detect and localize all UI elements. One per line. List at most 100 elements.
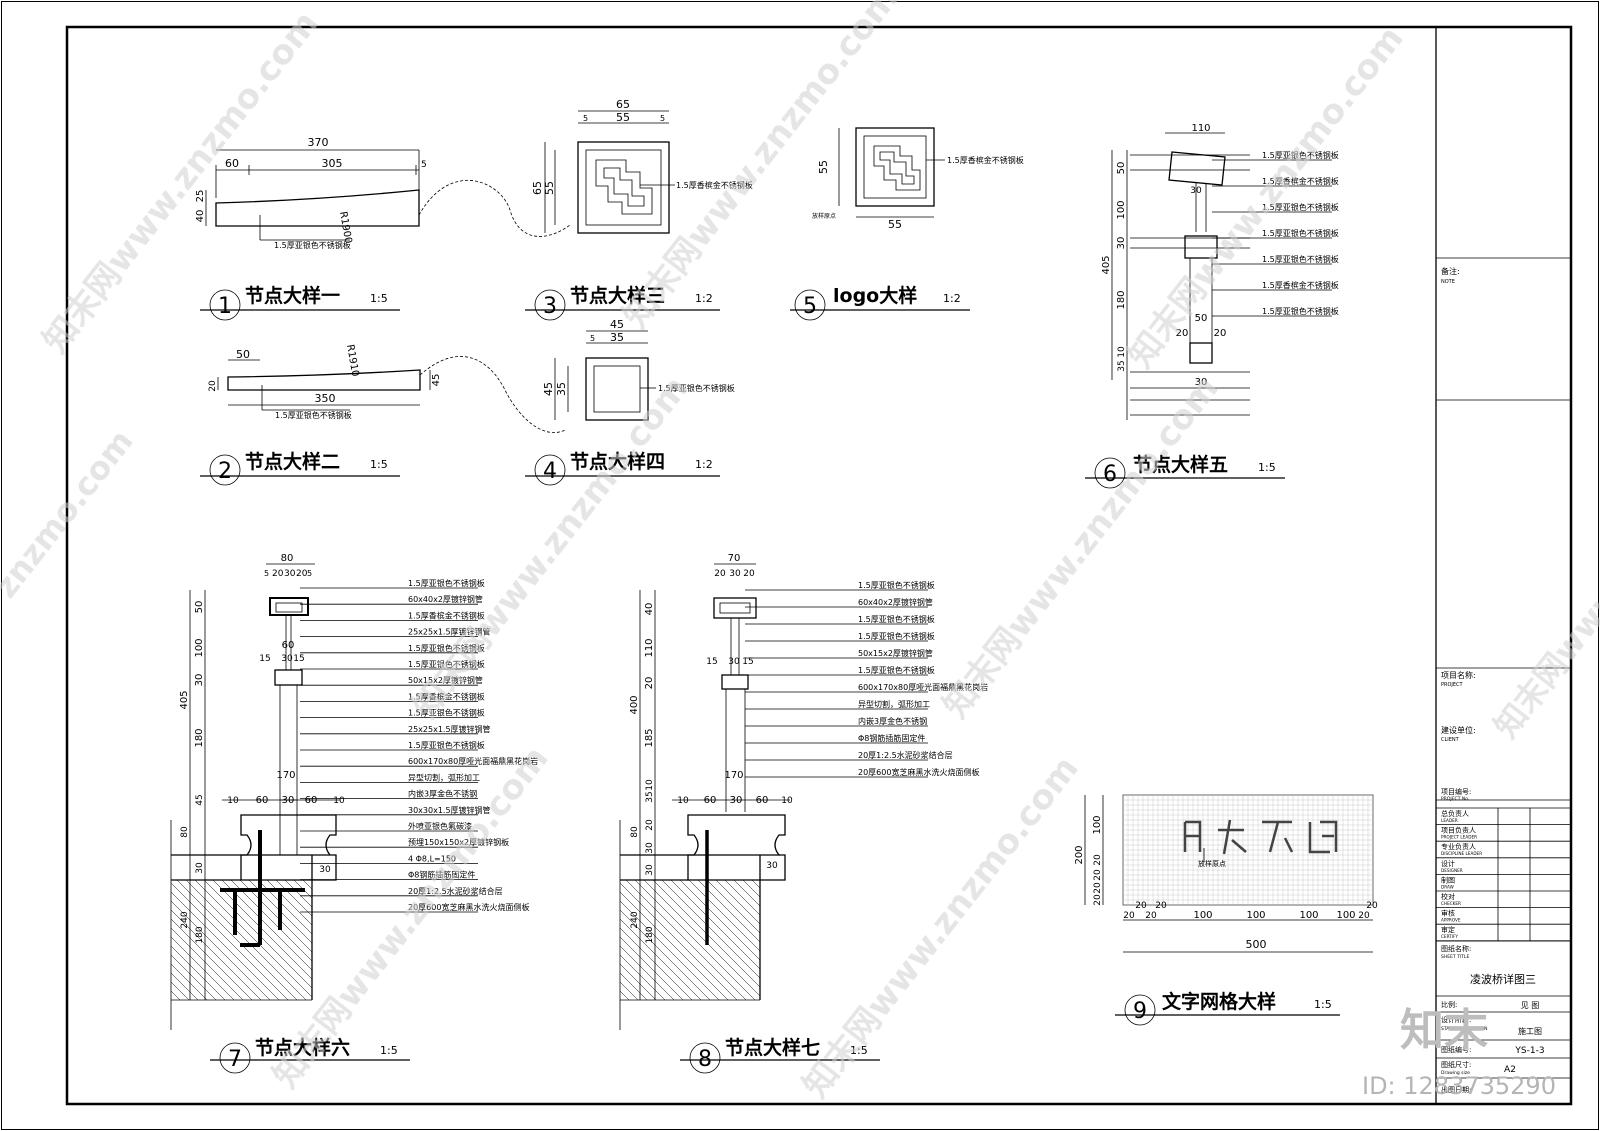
d8-dim-m30: 30 bbox=[728, 657, 740, 667]
d6-title: 节点大样五 bbox=[1133, 453, 1228, 476]
size-value: A2 bbox=[1504, 1065, 1516, 1075]
d7-dim-50: 50 bbox=[194, 601, 205, 614]
d7-notes-note-6: 50x15x2厚镀锌钢管 bbox=[408, 675, 483, 685]
detail-9: 放样原点 100 200 20 20 20 20 20 20 20 20 100… bbox=[1074, 794, 1378, 1026]
d7-dim-180b: 180 bbox=[195, 926, 205, 943]
d9-dim-b100c: 100 bbox=[1299, 910, 1318, 921]
d5-dim-55-bottom: 55 bbox=[888, 218, 902, 231]
d5-note: 1.5厚香槟金不锈钢板 bbox=[947, 155, 1024, 165]
project-no-label: 项目编号: bbox=[1441, 787, 1471, 796]
d9-dim-b20e: 20 bbox=[1358, 911, 1370, 921]
d8-dim-m15b: 15 bbox=[742, 657, 753, 667]
tb-row-6-en: APPROVE bbox=[1441, 918, 1461, 923]
d9-dim-b100a: 100 bbox=[1193, 910, 1212, 921]
d9-dim-20a: 20 bbox=[1093, 854, 1103, 866]
d8-dim-40: 40 bbox=[644, 603, 655, 616]
d9-dim-200: 200 bbox=[1074, 845, 1085, 864]
watermark-h: znzmo.com bbox=[0, 422, 141, 604]
d8-dim-70: 70 bbox=[728, 553, 741, 564]
d8-notes-note-3: 1.5厚亚银色不锈钢板 bbox=[858, 631, 935, 641]
watermark-c: 知末网www.znzmo.com bbox=[1121, 19, 1412, 376]
d9-subnote: 放样原点 bbox=[1198, 859, 1226, 868]
tb-row-4-cn: 制图 bbox=[1441, 875, 1455, 884]
d2-radius: R1910 bbox=[344, 344, 360, 378]
tb-row-7-cn: 审定 bbox=[1441, 925, 1455, 934]
d7-dim-20a: 20 bbox=[272, 569, 284, 579]
tb-row-6-cn: 审核 bbox=[1441, 909, 1455, 918]
d2-dim-45: 45 bbox=[431, 374, 442, 387]
d4-dim-5: 5 bbox=[590, 334, 595, 343]
d8-notes-note-0: 1.5厚亚银色不锈钢板 bbox=[858, 580, 935, 590]
d4-title: 节点大样四 bbox=[570, 450, 665, 473]
d9-dim-20b: 20 bbox=[1093, 869, 1103, 881]
detail-5: 55 55 1.5厚香槟金不锈钢板 放样原点 5 logo大样 1:2 bbox=[790, 127, 1024, 321]
d8-notes-note-10: 20厚1:2.5水泥砂浆结合层 bbox=[858, 750, 953, 760]
d3-dim-55-top: 55 bbox=[616, 111, 630, 124]
d9-dim-b100d: 100 bbox=[1336, 910, 1355, 921]
d3-scale: 1:2 bbox=[695, 292, 713, 305]
d7-notes-note-13: 内嵌3厚金色不锈钢 bbox=[408, 789, 477, 799]
watermark-i: 知末网www.znzmo.com bbox=[1486, 409, 1600, 745]
d8-dim-10: 10 bbox=[645, 779, 655, 791]
tb-row-5-en: CHECKER bbox=[1441, 901, 1461, 906]
d6-notes-note-1: 1.5厚香槟金不锈钢板 bbox=[1262, 176, 1339, 186]
d8-dim-30a: 30 bbox=[645, 842, 655, 854]
d7-notes-note-17: 4 Φ8,L=150 bbox=[408, 854, 456, 863]
d3-dim-5a: 5 bbox=[583, 114, 588, 123]
d7-notes-note-4: 1.5厚亚银色不锈钢板 bbox=[408, 643, 485, 653]
drawing-no-value: YS-1-3 bbox=[1514, 1046, 1544, 1056]
d7-dim-240: 240 bbox=[180, 911, 190, 928]
d6-dim-20b: 20 bbox=[1214, 328, 1227, 339]
d1-dim-5: 5 bbox=[421, 160, 427, 170]
project-no-en: PROJECT No. bbox=[1441, 796, 1469, 802]
d5-scale: 1:2 bbox=[943, 292, 961, 305]
tb-row-3-en: DESIGNER bbox=[1441, 868, 1463, 873]
d6-notes-note-5: 1.5厚香槟金不锈钢板 bbox=[1262, 280, 1339, 290]
d7-dim-b30: 30 bbox=[282, 795, 295, 806]
d6-dim-180: 180 bbox=[1116, 290, 1127, 309]
d9-dim-b20a: 20 bbox=[1123, 911, 1135, 921]
d7-dim-180: 180 bbox=[194, 728, 205, 747]
tb-row-0-en: LEADER bbox=[1441, 818, 1458, 823]
d7-dim-80: 80 bbox=[180, 826, 190, 838]
d4-dim-45-left: 45 bbox=[542, 382, 555, 396]
d8-notes-note-4: 50x15x2厚镀锌钢管 bbox=[858, 648, 933, 658]
sheet-title: 凌波桥详图三 bbox=[1470, 972, 1536, 986]
d7-dim-b60b: 60 bbox=[305, 795, 318, 806]
d9-dim-20d: 20 bbox=[1093, 894, 1103, 906]
d7-dim-30: 30 bbox=[284, 569, 296, 579]
d7-dim-m30: 30 bbox=[281, 654, 293, 664]
tb-row-0-cn: 总负责人 bbox=[1441, 809, 1469, 818]
d3-dim-55-left: 55 bbox=[543, 181, 556, 195]
d9-dim-b20c: 20 bbox=[1145, 911, 1157, 921]
d8-dim-35: 35 bbox=[645, 791, 655, 802]
d7-notes-note-18: Φ8钢筋插筋固定件 bbox=[408, 870, 475, 880]
stage-value: 施工图 bbox=[1518, 1026, 1542, 1036]
d7-dim-m170: 170 bbox=[276, 770, 295, 781]
size-label: 图纸尺寸: bbox=[1441, 1060, 1471, 1069]
project-label: 项目名称: bbox=[1441, 670, 1476, 680]
d2-dim-50: 50 bbox=[236, 348, 250, 361]
watermark-logo: 知末 bbox=[1400, 1005, 1488, 1056]
tb-row-2-en: DISCIPLINE LEADER bbox=[1441, 851, 1482, 856]
d6-dim-50: 50 bbox=[1116, 162, 1127, 175]
d1-title: 节点大样一 bbox=[245, 284, 340, 307]
d7-dim-m30b: 30 bbox=[319, 865, 331, 875]
d7-dim-80: 80 bbox=[281, 553, 294, 564]
d3-dim-65-top: 65 bbox=[616, 98, 630, 111]
d8-title: 节点大样七 bbox=[725, 1036, 820, 1059]
d7-dim-m15a: 15 bbox=[259, 654, 270, 664]
d8-notes-note-9: Φ8钢筋插筋固定件 bbox=[858, 733, 925, 743]
d9-dim-500: 500 bbox=[1246, 938, 1267, 951]
d8-notes-note-5: 1.5厚亚银色不锈钢板 bbox=[858, 665, 935, 675]
d9-title: 文字网格大样 bbox=[1162, 990, 1276, 1013]
d8-dim-m170: 170 bbox=[724, 770, 743, 781]
d7-notes-note-7: 1.5厚香槟金不锈钢板 bbox=[408, 691, 485, 701]
d9-dim-b20d: 20 bbox=[1155, 901, 1167, 911]
d8-dim-30b: 30 bbox=[645, 864, 655, 876]
scale-value: 见 图 bbox=[1521, 1001, 1540, 1010]
d7-dim-b60a: 60 bbox=[256, 795, 269, 806]
d6-notes-note-6: 1.5厚亚银色不锈钢板 bbox=[1262, 306, 1339, 316]
d7-notes-note-5: 1.5厚亚银色不锈钢板 bbox=[408, 659, 485, 669]
